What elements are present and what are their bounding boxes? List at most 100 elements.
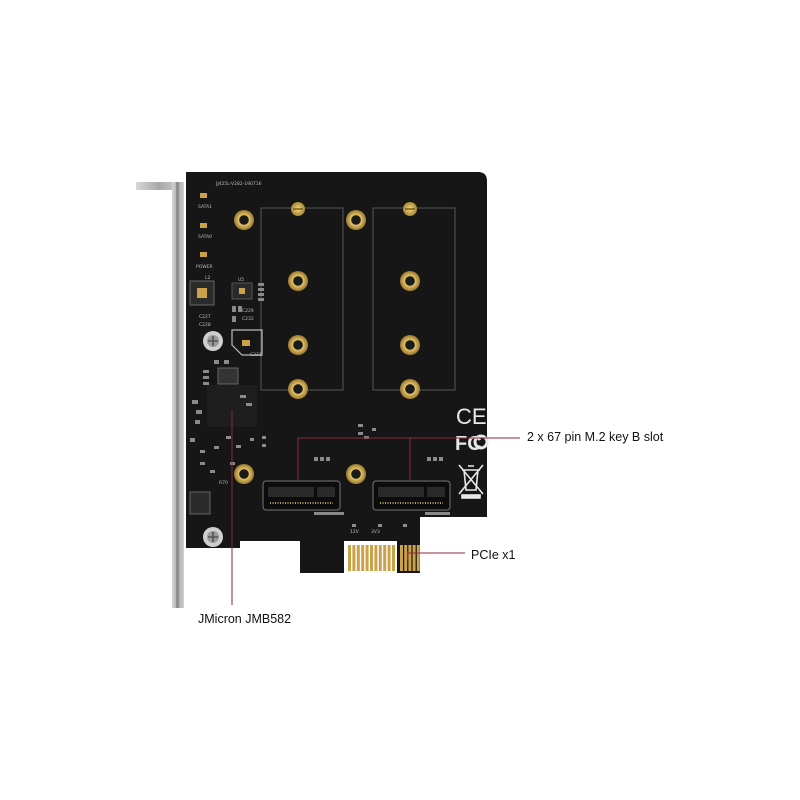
- smd-part: [358, 432, 363, 435]
- silk-led-power: POWER: [196, 264, 213, 270]
- smd-part: [226, 436, 231, 439]
- pcie-finger: [404, 545, 408, 571]
- smd-part: [358, 424, 363, 427]
- pcie-x1-edge-connector: [348, 545, 420, 571]
- smd-part: [425, 512, 450, 515]
- pcie-finger: [370, 545, 373, 571]
- pcie-finger: [400, 545, 403, 571]
- led-sata1: [200, 193, 207, 198]
- smd-part: [210, 470, 215, 473]
- m2-connector-left: [262, 480, 341, 511]
- smd-part: [314, 457, 318, 461]
- smd-part: [214, 446, 219, 449]
- bracket-screw-top: [203, 331, 223, 351]
- standoff-hole: [400, 379, 420, 399]
- silk-led-sata1: SATA1: [198, 204, 212, 210]
- bracket-screw-bottom: [203, 527, 223, 547]
- smd-part: [236, 445, 241, 448]
- smd-part: [326, 457, 330, 461]
- pcie-finger: [408, 545, 412, 571]
- inductor-bottom: [189, 491, 211, 515]
- smd-part: [232, 306, 236, 312]
- smd-part: [192, 400, 198, 404]
- smd-part: [250, 438, 254, 441]
- m2-connector-right: [372, 480, 451, 511]
- silk-c227: C227: [199, 314, 211, 320]
- pcie-finger: [378, 545, 382, 571]
- smd-part: [427, 457, 431, 461]
- pcie-finger: [361, 545, 365, 571]
- silk-12v: 12V: [350, 529, 360, 535]
- smd-part: [433, 457, 437, 461]
- smd-part: [403, 524, 407, 527]
- fcc-mark-c: [473, 434, 489, 450]
- metal-bracket: [136, 182, 184, 608]
- standoff-hole: [234, 464, 254, 484]
- smd-part: [320, 457, 324, 461]
- led-sata0: [200, 223, 207, 228]
- silk-c228: C228: [199, 322, 211, 328]
- silk-c231: C231: [250, 352, 262, 358]
- smd-part: [262, 444, 266, 447]
- smd-part: [258, 293, 264, 296]
- silk-3v3: 3V3: [371, 529, 380, 535]
- smd-part: [214, 360, 219, 364]
- pcie-finger: [416, 545, 420, 571]
- ic-u5: [231, 282, 253, 300]
- smd-part: [258, 298, 264, 301]
- pcie-finger: [356, 545, 360, 571]
- pcie-finger: [374, 545, 378, 571]
- pcie-finger: [383, 545, 387, 571]
- smd-part: [314, 512, 344, 515]
- smd-part: [200, 450, 205, 453]
- inductor-l2: [189, 280, 215, 306]
- silk-part-number: JJ425L-V282-190716: [215, 181, 262, 187]
- smd-part: [258, 288, 264, 291]
- callout-leader-m2: [297, 437, 520, 480]
- smd-part: [240, 395, 246, 398]
- standoff-hole: [346, 464, 366, 484]
- smd-part: [203, 382, 209, 385]
- standoff-hole: [400, 335, 420, 355]
- callout-leader-pcie: [407, 552, 465, 560]
- pcie-finger: [392, 545, 395, 571]
- standoff-hole: [234, 210, 254, 230]
- smd-part: [262, 436, 266, 439]
- silk-c232: C232: [242, 316, 254, 322]
- standoff-hole: [288, 335, 308, 355]
- smd-part: [258, 283, 264, 286]
- silk-led-sata0: SATA0: [198, 234, 212, 240]
- smd-part: [352, 524, 356, 527]
- standoff-hole: [400, 271, 420, 291]
- callout-jmicron-controller: JMicron JMB582: [198, 612, 292, 626]
- pcie-finger: [365, 545, 369, 571]
- smd-part: [190, 438, 195, 442]
- m2-standoff-holes: [234, 210, 420, 484]
- smd-part: [246, 403, 252, 406]
- silk-l2: L2: [205, 275, 211, 281]
- smd-part: [200, 462, 205, 465]
- silk-c229: C229: [242, 308, 254, 314]
- silk-r70: R70: [219, 480, 228, 486]
- standoff-hole: [288, 271, 308, 291]
- smd-part: [224, 360, 229, 364]
- capacitor-c231: [231, 329, 263, 356]
- smd-part: [378, 524, 382, 527]
- m2-screw-right: [403, 202, 417, 216]
- smd-part: [372, 428, 376, 431]
- m2-screw-left: [291, 202, 305, 216]
- callout-pcie-x1: PCIe x1: [471, 548, 516, 562]
- smd-part: [232, 316, 236, 322]
- pcie-finger: [412, 545, 416, 571]
- smd-part: [196, 410, 202, 414]
- pcie-finger: [387, 545, 391, 571]
- pcie-finger: [352, 545, 356, 571]
- ce-mark: CE: [456, 404, 487, 429]
- silk-u5: U5: [238, 277, 244, 283]
- led-power: [200, 252, 207, 257]
- weee-bin-icon: [458, 464, 484, 499]
- smd-part: [238, 306, 242, 312]
- standoff-hole: [288, 379, 308, 399]
- standoff-hole: [346, 210, 366, 230]
